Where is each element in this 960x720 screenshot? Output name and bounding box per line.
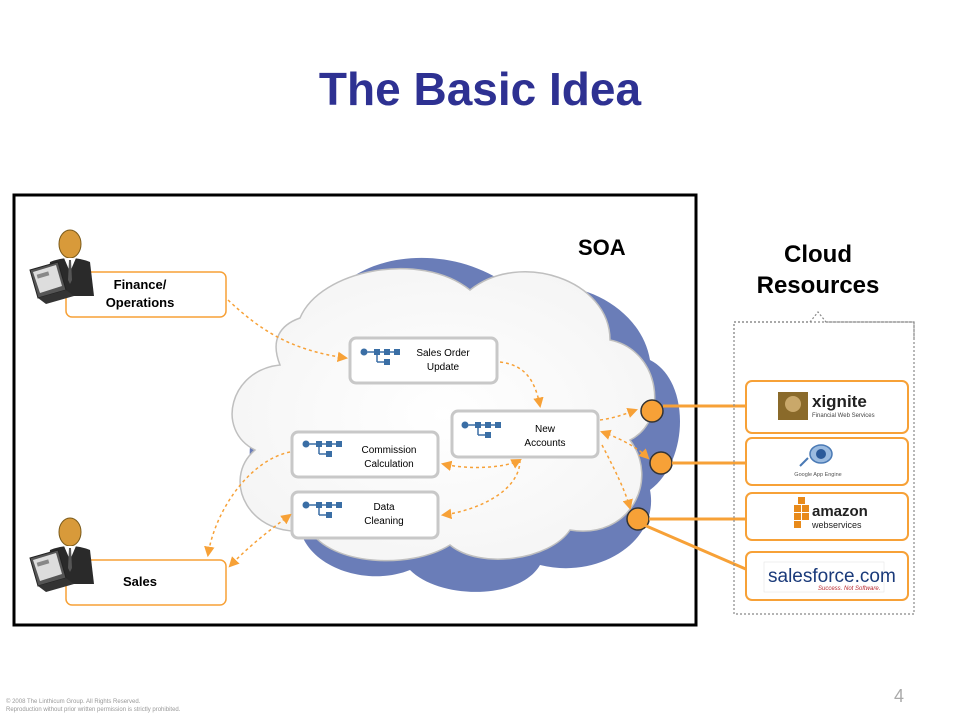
connector-new-accounts-to-cloud-2 bbox=[600, 429, 650, 460]
endpoint-circle-xignite bbox=[640, 399, 664, 423]
cloud-resources-brace bbox=[733, 311, 915, 338]
service-data-cleaning: Data Cleaning bbox=[290, 490, 440, 540]
connector-data-cleaning-to-sales bbox=[228, 513, 292, 568]
service-new-accounts: New Accounts bbox=[450, 409, 600, 459]
connector-commission-to-sales bbox=[204, 451, 291, 558]
provider-salesforce: salesforce.com Success. Not Software. bbox=[745, 551, 909, 601]
cloud-resources-label-line2: Resources bbox=[757, 272, 880, 299]
salesforce-tagline: Success. Not Software. bbox=[818, 586, 880, 592]
xignite-tagline: Financial Web Services bbox=[812, 413, 875, 419]
service-commission-calculation: Commission Calculation bbox=[290, 430, 440, 479]
connector-new-accounts-to-data-cleaning bbox=[440, 459, 521, 520]
amazon-tagline: webservices bbox=[811, 520, 862, 530]
google-tagline: Google App Engine bbox=[794, 472, 841, 478]
connector-new-accounts-to-cloud-1 bbox=[599, 407, 638, 421]
service-label-line2: Calculation bbox=[364, 459, 413, 470]
aws-blocks-icon bbox=[794, 497, 809, 528]
connector-finance-to-sales-order bbox=[227, 299, 349, 363]
service-sales-order-update: Sales Order Update bbox=[348, 336, 499, 385]
app-engine-jet-icon bbox=[799, 444, 833, 467]
provider-xignite: xignite Financial Web Services bbox=[745, 380, 909, 434]
connector-sales-order-to-new-accounts bbox=[499, 361, 544, 409]
finance-label-line2: Operations bbox=[106, 295, 175, 310]
service-label-line2: Update bbox=[427, 362, 460, 373]
page-number: 4 bbox=[893, 686, 904, 706]
cloud-resources-label-line1: Cloud bbox=[784, 241, 852, 268]
service-label-line1: New bbox=[535, 424, 556, 435]
amazon-logo-text: amazon bbox=[812, 503, 868, 520]
service-label-line2: Cleaning bbox=[364, 516, 403, 527]
soa-label: SOA bbox=[578, 235, 626, 260]
provider-links bbox=[643, 404, 749, 572]
copyright-line2: Reproduction without prior written permi… bbox=[6, 707, 181, 713]
service-label-line1: Sales Order bbox=[416, 348, 470, 359]
endpoint-circle-google bbox=[649, 451, 673, 475]
copyright-notice: © 2008 The Linthicum Group. All Rights R… bbox=[6, 698, 180, 714]
salesforce-logo-text: salesforce.com bbox=[768, 566, 896, 587]
service-label-line1: Data bbox=[373, 502, 395, 513]
cloud-resources-container bbox=[733, 321, 915, 615]
xignite-logo-text: xignite bbox=[812, 392, 867, 411]
provider-amazon-web-services: amazon webservices bbox=[745, 492, 909, 541]
connector-lines bbox=[204, 299, 650, 568]
copyright-line1: © 2008 The Linthicum Group. All Rights R… bbox=[6, 699, 141, 705]
connector-new-accounts-to-cloud-3 bbox=[601, 444, 633, 511]
slide-title: The Basic Idea bbox=[318, 63, 642, 115]
soa-cloud bbox=[231, 268, 656, 562]
link-salesforce bbox=[643, 523, 749, 572]
provider-google-app-engine: Google App Engine bbox=[745, 437, 909, 486]
finance-label-line1: Finance/ bbox=[114, 277, 167, 292]
sales-label: Sales bbox=[123, 574, 157, 589]
service-label-line2: Accounts bbox=[524, 438, 565, 449]
service-label-line1: Commission bbox=[361, 445, 416, 456]
